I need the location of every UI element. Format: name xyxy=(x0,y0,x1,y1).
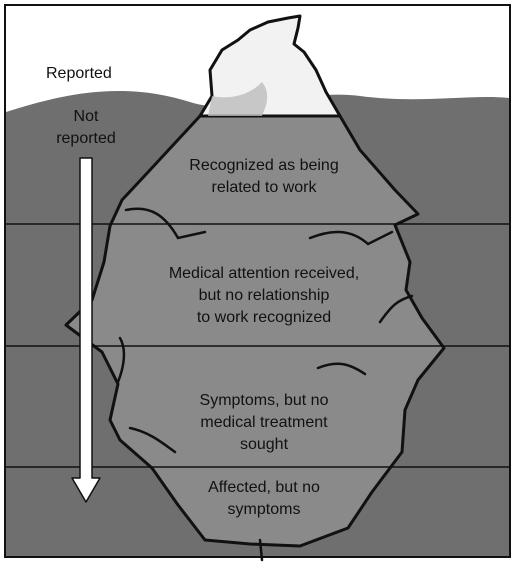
layer2-label-line1: Medical attention received, xyxy=(169,265,359,282)
layer1-label-line1: Recognized as being xyxy=(189,157,338,174)
layer4-label-line1: Affected, but no xyxy=(208,479,320,496)
reported-label: Reported xyxy=(46,65,112,82)
layer3-label-line3: sought xyxy=(240,436,289,453)
layer3-label-line2: medical treatment xyxy=(200,414,328,431)
layer4-label-line2: symptoms xyxy=(228,501,301,518)
not-reported-label-line2: reported xyxy=(56,130,116,147)
layer2-label-line2: but no relationship xyxy=(199,287,330,304)
layer3-label-line1: Symptoms, but no xyxy=(200,392,329,409)
not-reported-label-line1: Not xyxy=(74,108,99,125)
layer2-label-line3: to work recognized xyxy=(197,309,331,326)
layer1-label-line2: related to work xyxy=(212,179,318,196)
